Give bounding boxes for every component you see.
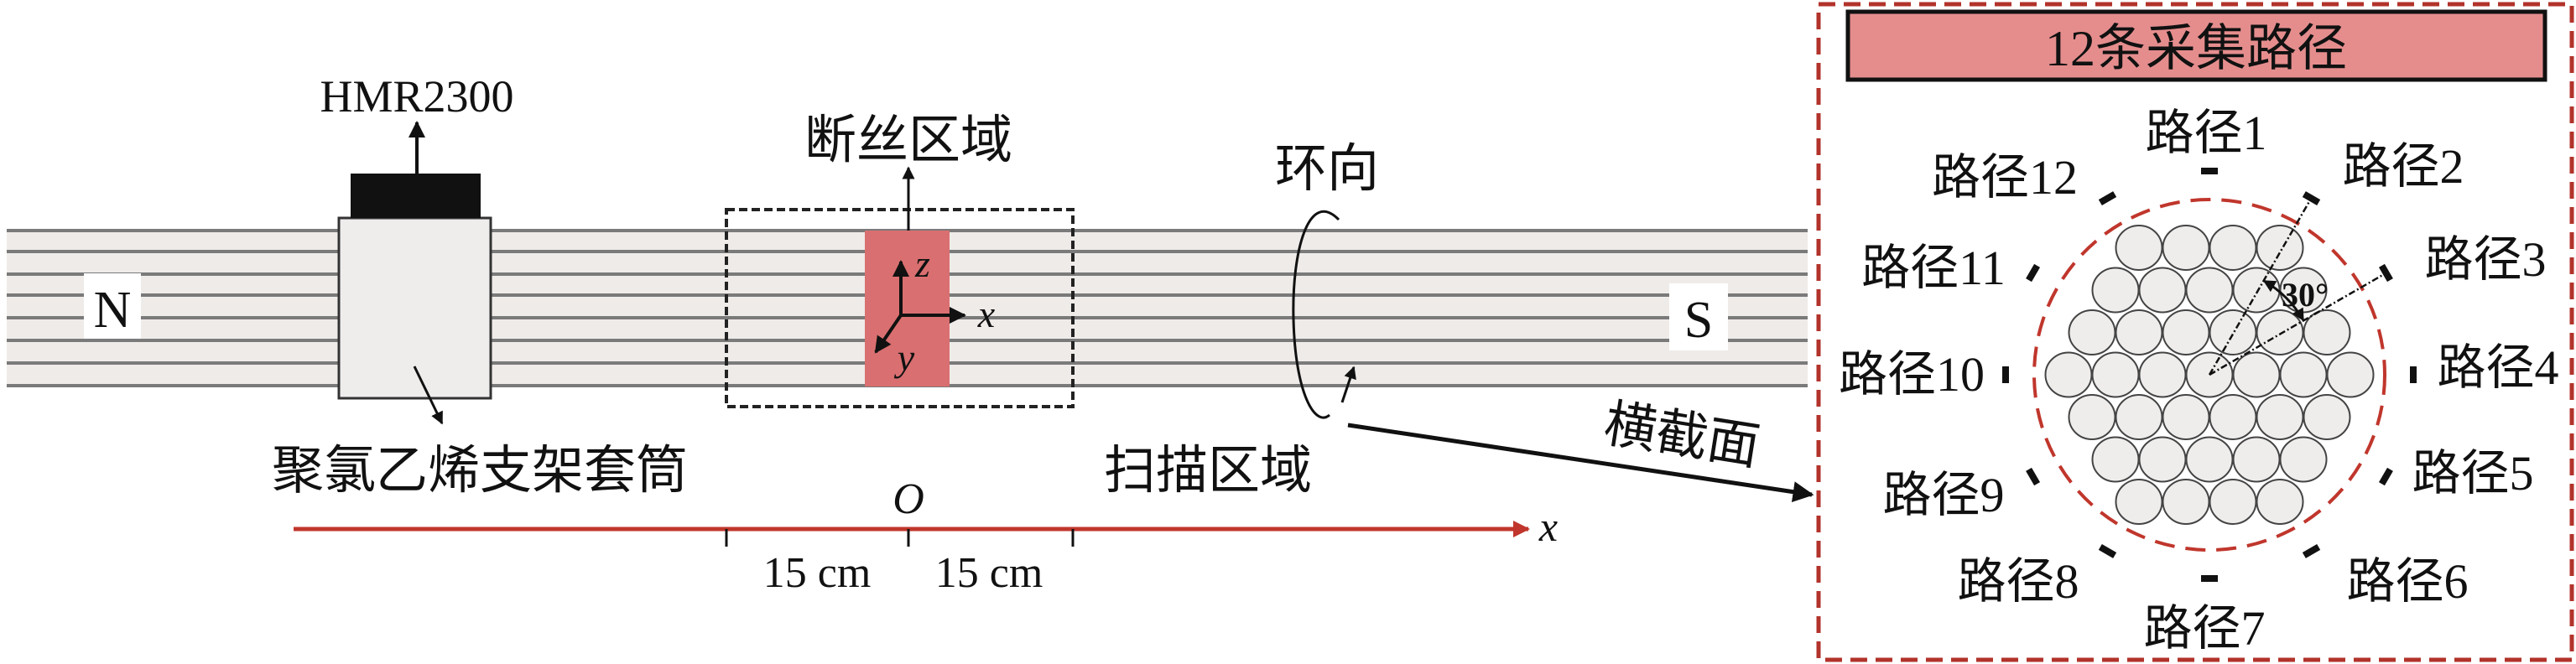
circumferential-ellipse: [1292, 210, 1340, 419]
panel-title-box: [1845, 9, 2547, 82]
wire-strand: [2185, 436, 2234, 483]
circumferential-arrow: [1340, 366, 1356, 403]
panel-title: 12条采集路径: [2045, 21, 2347, 76]
wire-strand: [2209, 309, 2257, 355]
path-label-3: 路径3: [2424, 232, 2546, 287]
x-axis-label: x: [977, 293, 996, 335]
wire-strand: [2232, 267, 2281, 314]
path-tick-1: [2201, 168, 2218, 174]
cross-section-label: 横截面: [1600, 396, 1763, 476]
wire-strand: [2279, 351, 2328, 398]
path-label-10: 路径10: [1839, 347, 1985, 402]
wire-strand: [2162, 479, 2210, 525]
wire-strand: [2115, 479, 2163, 525]
path-tick-11: [2026, 263, 2041, 283]
path-ticks: [2002, 168, 2417, 582]
circumferential-label: 环向: [1275, 141, 1379, 198]
path-tick-10: [2002, 366, 2009, 383]
angle-arc: [2262, 279, 2305, 322]
wire-strand: [2138, 267, 2187, 314]
distance-left-label: 15 cm: [763, 549, 872, 597]
wire-strand: [2115, 309, 2163, 355]
wire-strand: [2091, 267, 2140, 314]
wire-strand: [2138, 436, 2187, 483]
cross-section-panel: 12条采集路径 30° 路径1 路径2 路径3 路径4 路径5 路径6 路径7 …: [1816, 2, 2574, 662]
path-label-4: 路径4: [2437, 340, 2558, 395]
y-axis-arrow: [874, 314, 903, 354]
broken-wire-region: [865, 231, 950, 386]
wire-strand: [2303, 394, 2351, 440]
wire-strand: [2091, 436, 2140, 483]
wire-strand: [2209, 225, 2257, 271]
path-tick-6: [2302, 543, 2321, 558]
path-label-6: 路径6: [2346, 554, 2468, 609]
wire-strand: [2303, 309, 2351, 355]
wire-strand: [2162, 225, 2210, 271]
wire-strand: [2256, 309, 2304, 355]
path-label-7: 路径7: [2143, 601, 2265, 656]
path-tick-12: [2098, 191, 2117, 206]
path-label-9: 路径9: [1882, 468, 2004, 522]
hmr2300-sensor: [351, 174, 481, 218]
scan-region-label: 扫描区域: [1104, 443, 1312, 500]
wire-strand: [2091, 351, 2140, 398]
wire-strand: [2044, 351, 2093, 398]
wire-strand: [2115, 394, 2163, 440]
origin-label: O: [892, 475, 924, 523]
path-tick-8: [2098, 543, 2117, 558]
path-tick-9: [2026, 467, 2041, 486]
rope-outline-dashed-circle: [2032, 198, 2386, 552]
cross-section-arrow: [1347, 423, 1814, 503]
south-pole-label: S: [1684, 292, 1713, 349]
y-axis-label: y: [894, 336, 915, 379]
path-label-8: 路径8: [1957, 554, 2079, 609]
wire-bundle: [2044, 225, 2375, 525]
wire-strand: [2162, 309, 2210, 355]
sleeve-label: 聚氯乙烯支架套筒: [272, 443, 688, 500]
path-tick-5: [2378, 467, 2393, 486]
wire-strand: [2115, 225, 2163, 271]
sleeve-arrow: [413, 366, 444, 425]
path-label-5: 路径5: [2412, 446, 2533, 501]
wire-strand: [2256, 225, 2304, 271]
path-tick-3: [2378, 263, 2393, 283]
wire-strand: [2209, 394, 2257, 440]
main-x-axis-label: x: [1538, 503, 1558, 550]
wire-strand: [2279, 436, 2328, 483]
path-label-11: 路径11: [1861, 241, 2006, 295]
sensor-label: HMR2300: [320, 71, 513, 122]
path-tick-2: [2302, 191, 2321, 206]
wire-strand: [2232, 351, 2281, 398]
wire-strand: [2068, 394, 2116, 440]
distance-right-label: 15 cm: [935, 549, 1043, 597]
wire-strand: [2209, 479, 2257, 525]
wire-strand: [2138, 351, 2187, 398]
broken-region-label: 断丝区域: [804, 112, 1012, 169]
path-label-1: 路径1: [2145, 106, 2266, 160]
wire-strand: [2232, 436, 2281, 483]
path-tick-7: [2201, 575, 2218, 582]
z-axis-label: z: [914, 242, 930, 285]
wire-strand: [2256, 394, 2304, 440]
angle-label: 30°: [2282, 276, 2329, 314]
wire-strand: [2256, 479, 2304, 525]
pvc-sleeve: [337, 216, 492, 400]
local-coordinate-axes: z x y: [874, 242, 996, 379]
path-label-2: 路径2: [2342, 139, 2464, 194]
north-pole-label: N: [94, 282, 132, 339]
path-tick-4: [2410, 366, 2417, 383]
path-label-12: 路径12: [1932, 150, 2078, 205]
wire-strand: [2326, 351, 2375, 398]
wire-strand: [2185, 267, 2234, 314]
wire-strand: [2068, 309, 2116, 355]
broken-region-dashed-box: [725, 208, 1075, 408]
wire-strand: [2162, 394, 2210, 440]
